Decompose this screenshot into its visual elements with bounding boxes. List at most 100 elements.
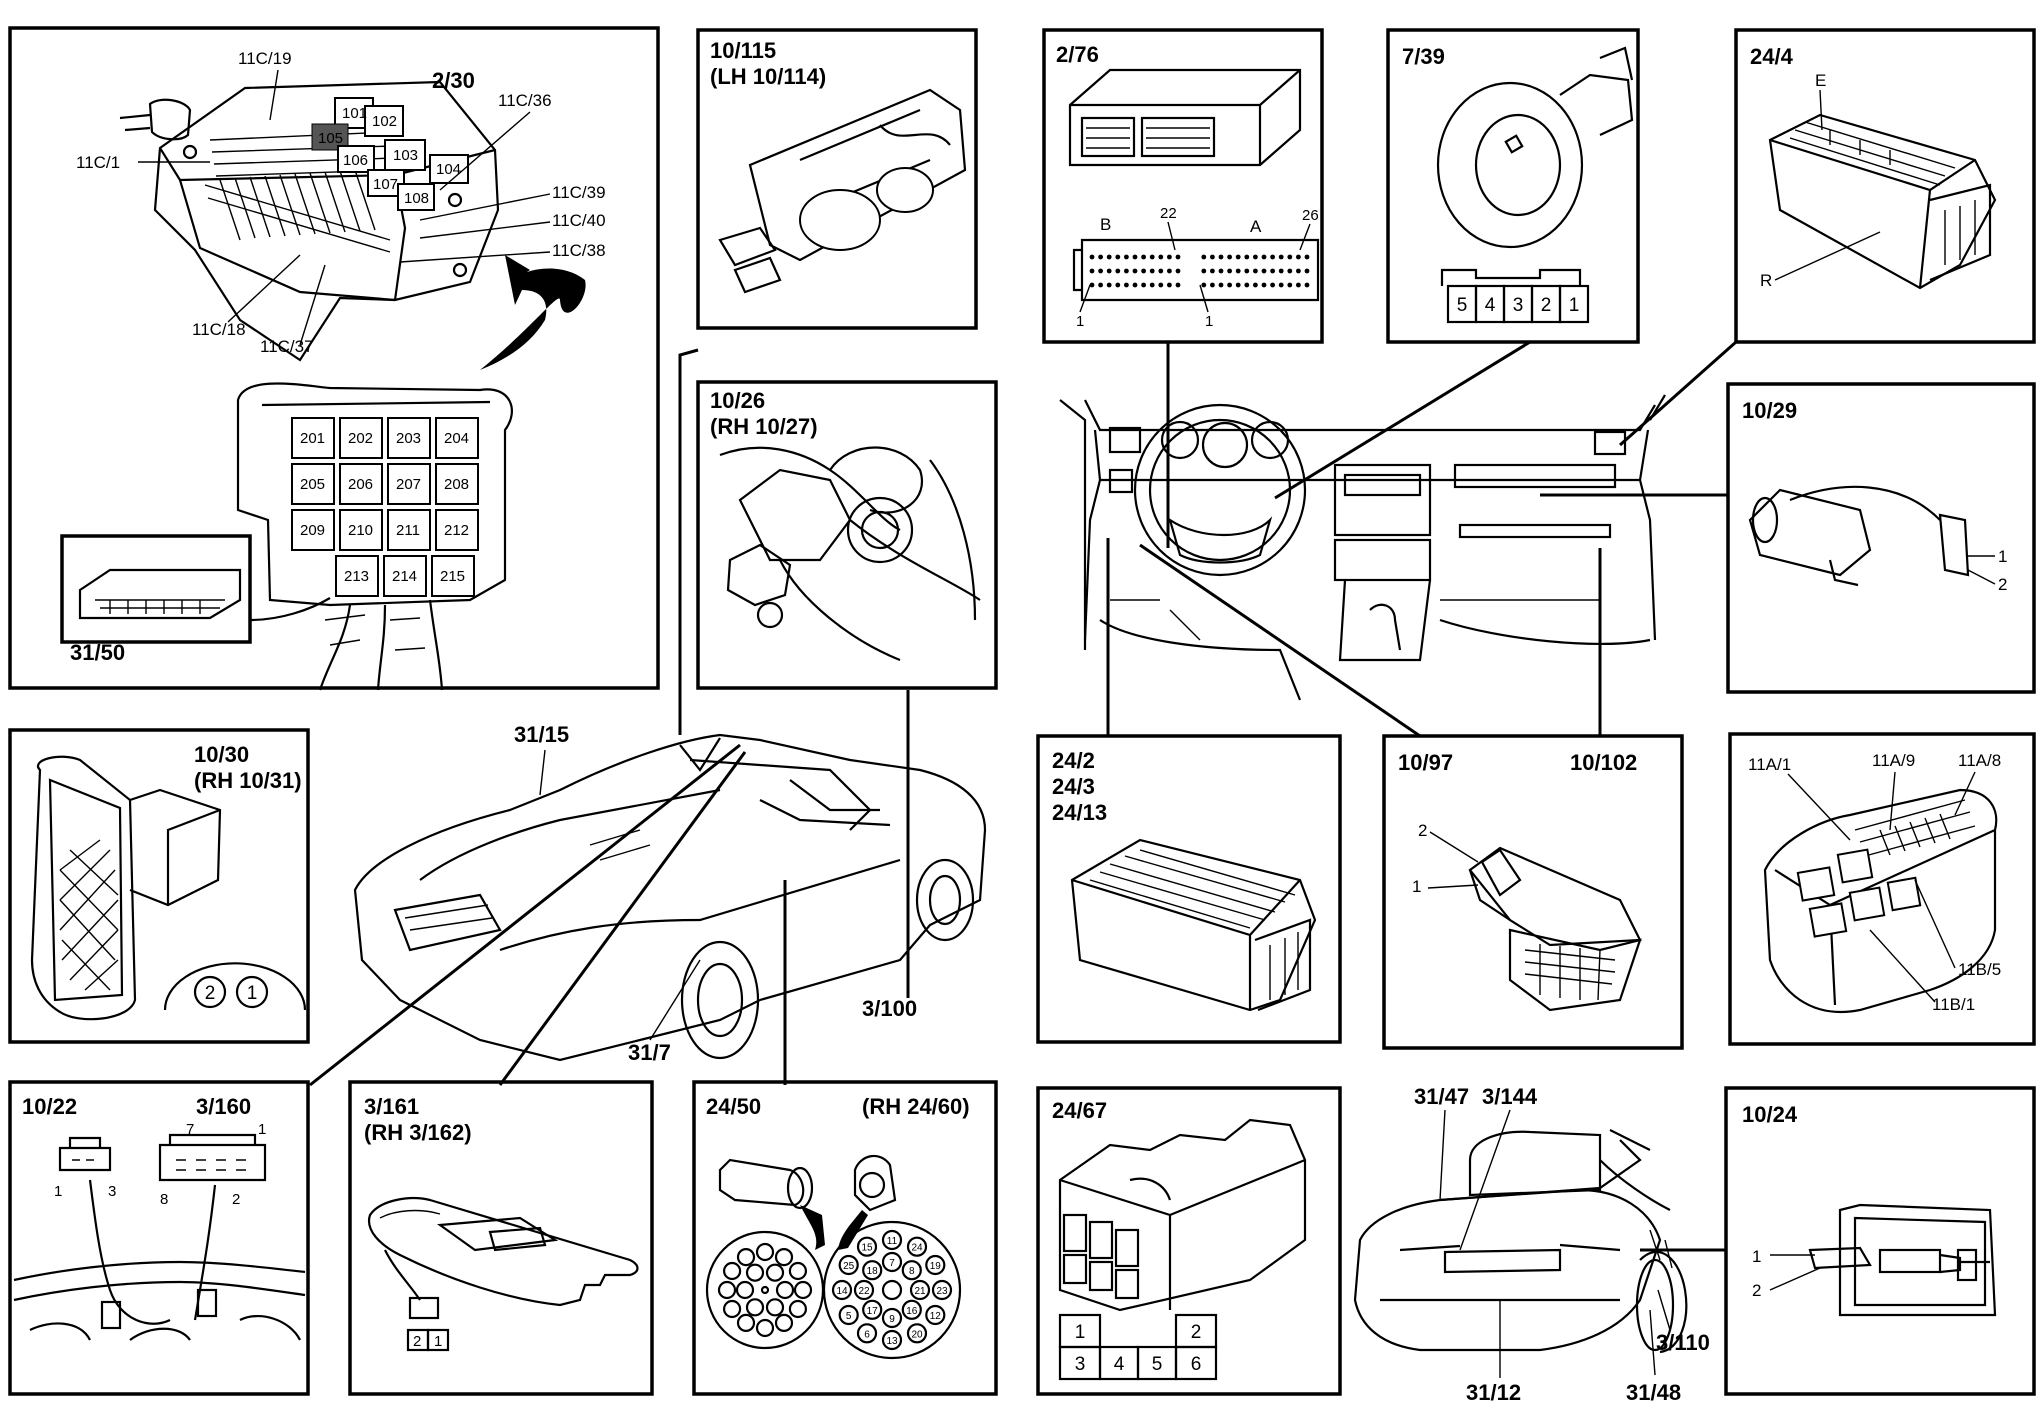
fuse-103: 103 (393, 147, 418, 164)
pin-dot (1287, 268, 1293, 274)
socket-number: 23 (936, 1286, 948, 1297)
panel-24-2: 24/2 24/3 24/13 (1036, 734, 1342, 1044)
relay-label: 215 (440, 568, 465, 585)
socket-hole (881, 1329, 903, 1351)
pin-dot (1132, 282, 1138, 288)
socket-hole (901, 1260, 922, 1281)
dashboard-interior-illustration (1059, 394, 1666, 701)
socket-hole (862, 1299, 883, 1320)
panel-10-24: 10/24 1 2 (1724, 1086, 2036, 1396)
relay-label: 203 (396, 430, 421, 447)
socket-number: 7 (889, 1258, 895, 1269)
label-e: E (1815, 71, 1826, 90)
label-11c-18: 11C/18 (192, 320, 246, 339)
relay-slot (431, 555, 475, 597)
relay-label: 206 (348, 476, 373, 493)
relay-label: 214 (392, 568, 417, 585)
panel-10-30: 10/30 (RH 10/31) 2 1 (8, 728, 310, 1044)
socket-hole (745, 1298, 765, 1317)
label-10-29: 10/29 (1742, 398, 1797, 423)
pin-dot (1261, 254, 1267, 260)
label-24-67-pin-5: 5 (1152, 1354, 1163, 1375)
label-10-102: 10/102 (1570, 750, 1637, 775)
label-3-160-pin-8: 8 (160, 1191, 168, 1208)
socket-number: 18 (867, 1266, 879, 1277)
socket-hole (765, 1298, 785, 1317)
socket-hole (722, 1261, 742, 1281)
relay-slot (387, 509, 431, 551)
pin-dot (1304, 268, 1310, 274)
label-11c-1: 11C/1 (76, 153, 120, 172)
pin-dot (1278, 254, 1284, 260)
panel-24-67: 24/67 1 2 3 4 5 6 (1036, 1086, 1342, 1396)
label-24-67: 24/67 (1052, 1098, 1107, 1123)
panel-11a-fuse-box: 11A/1 11A/9 11A/8 11B/5 11B/1 (1728, 732, 2036, 1046)
rear-label-3-144: 3/144 (1482, 1084, 1538, 1109)
connector-pin-label: 4 (1485, 295, 1496, 316)
label-24-67-pin-4: 4 (1114, 1354, 1125, 1375)
socket-hole (788, 1261, 808, 1281)
socket-hole (881, 1229, 903, 1251)
pin-dot (1124, 268, 1129, 274)
fuse-108: 108 (404, 190, 429, 207)
rear-label-31-48: 31/48 (1626, 1380, 1681, 1405)
pin-dot (1141, 268, 1146, 274)
socket-hole (774, 1247, 794, 1267)
pin-dot (1270, 268, 1275, 274)
rear-car-illustration: 31/47 3/144 3/110 31/12 31/48 (1353, 1084, 1710, 1405)
socket-hole (906, 1323, 928, 1344)
socket-number: 12 (930, 1311, 942, 1322)
socket-hole (881, 1251, 903, 1273)
pin-dot (1158, 268, 1164, 274)
pin-dot (1149, 254, 1155, 260)
connector-31-50-label: 31/50 (70, 640, 125, 665)
pin-dot (1304, 254, 1310, 260)
fuse-105: 105 (318, 130, 343, 147)
leader-lines (309, 340, 1737, 1252)
rear-label-31-47: 31/47 (1414, 1084, 1469, 1109)
pin-dot (1124, 254, 1129, 260)
pin-dot (1089, 282, 1095, 288)
pin-dot (1106, 268, 1112, 274)
label-11b-5: 11B/5 (1958, 960, 2001, 979)
socket-hole (765, 1263, 785, 1282)
relay-label: 205 (300, 476, 325, 493)
pin-dot (1296, 282, 1301, 288)
label-10-29-pin-1: 1 (1998, 547, 2007, 566)
relay-slot (435, 417, 479, 459)
pin-dot (1115, 282, 1121, 288)
socket-hole (755, 1242, 775, 1262)
label-10-97: 10/97 (1398, 750, 1453, 775)
socket-hole (931, 1279, 953, 1301)
label-10-22-pin-1: 1 (54, 1183, 62, 1200)
label-3-160-pin-1: 1 (258, 1121, 266, 1138)
label-11a-1: 11A/1 (1748, 755, 1791, 774)
label-3-161-pin-1: 1 (434, 1333, 442, 1350)
panel-10-115: 10/115 (LH 10/114) (696, 28, 978, 330)
pin-dot (1201, 282, 1207, 288)
connector-pin-label: 3 (1513, 295, 1524, 316)
pin-dot (1244, 254, 1250, 260)
label-10-30: 10/30 (194, 742, 249, 767)
label-24-67-pin-1: 1 (1075, 1322, 1086, 1343)
relay-slot (435, 463, 479, 505)
fuse-box-title: 2/30 (432, 68, 475, 93)
pin-dot (1253, 282, 1258, 288)
socket-hole (853, 1279, 875, 1301)
pin-dot (1115, 268, 1121, 274)
pin-dot (1115, 254, 1121, 260)
relay-label: 207 (396, 476, 421, 493)
label-11c-36: 11C/36 (498, 91, 552, 110)
label-11c-38: 11C/38 (552, 241, 606, 260)
socket-number: 8 (909, 1266, 915, 1277)
socket-hole (745, 1263, 765, 1282)
pin-dot (1218, 282, 1224, 288)
label-rh-10-27: (RH 10/27) (710, 414, 818, 439)
pin-dot (1244, 282, 1250, 288)
label-2-76: 2/76 (1056, 42, 1099, 67)
pin-dot (1253, 268, 1258, 274)
car-label-31-7: 31/7 (628, 1040, 671, 1065)
fuse-104: 104 (436, 161, 461, 178)
